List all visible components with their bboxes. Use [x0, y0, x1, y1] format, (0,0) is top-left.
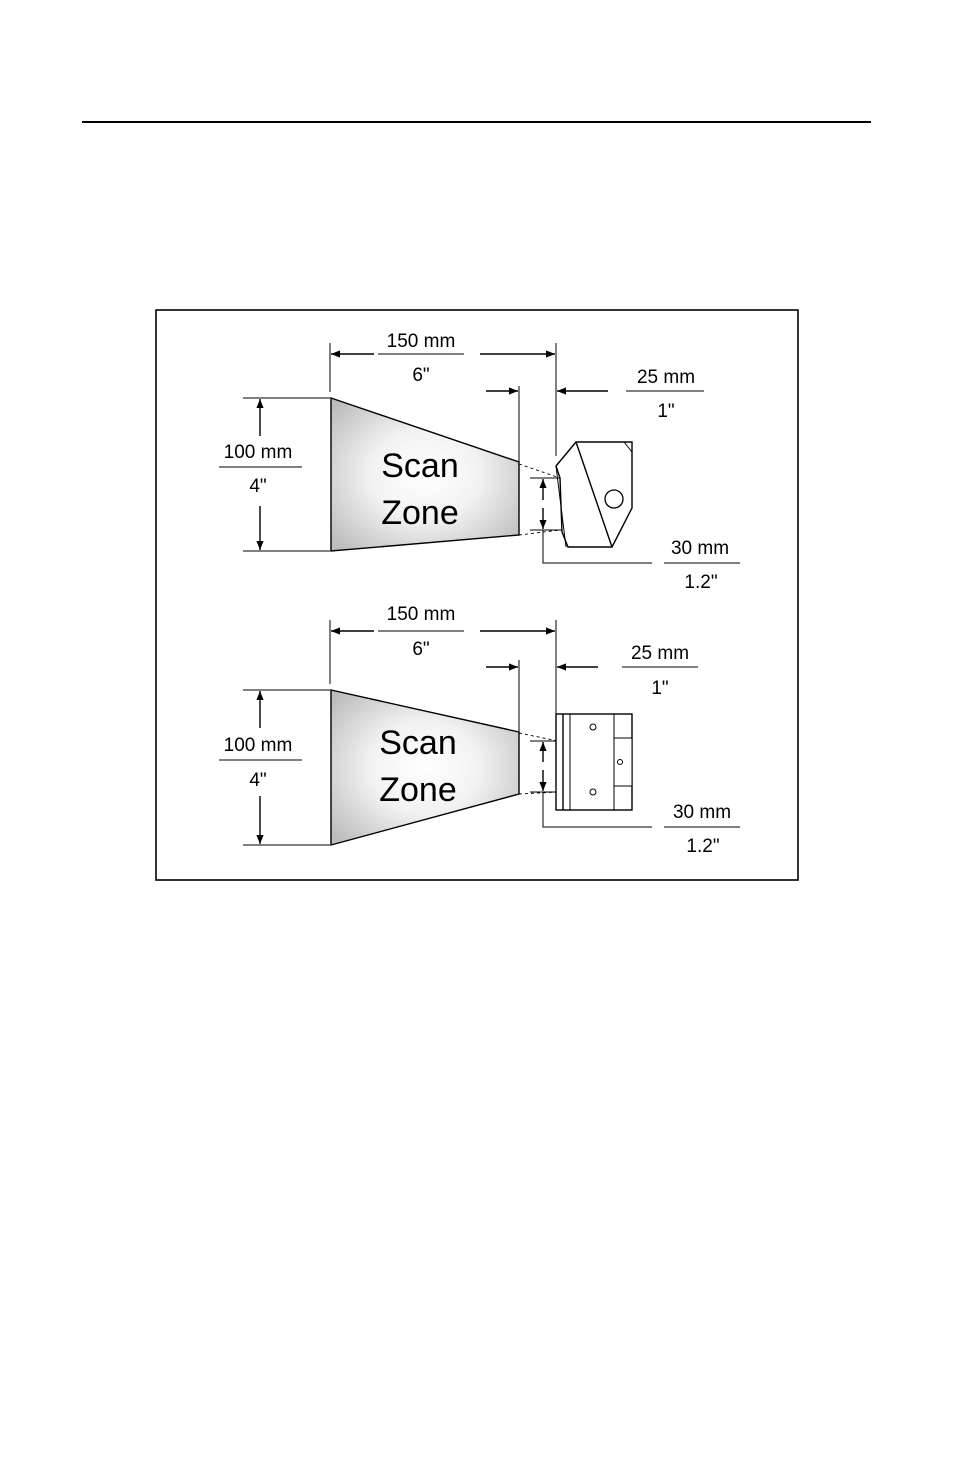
scanner-side-view — [556, 714, 632, 810]
depth-in-label-side: 6" — [412, 639, 429, 660]
scanner-lens-icon — [605, 490, 623, 508]
standoff-mm-label-side: 25 mm — [631, 643, 689, 664]
scan-zone-label-line1: Scan — [381, 447, 459, 485]
standoff-in-label-side: 1" — [651, 678, 668, 699]
window-in-label: 1.2" — [684, 572, 717, 593]
window-mm-label-side: 30 mm — [673, 802, 731, 823]
standoff-in-label: 1" — [657, 401, 674, 422]
depth-in-label: 6" — [412, 365, 429, 386]
scan-zone-label-line1-side: Scan — [379, 724, 457, 762]
standoff-mm-label: 25 mm — [637, 367, 695, 388]
height-in-label: 4" — [249, 476, 266, 497]
height-mm-label: 100 mm — [224, 442, 293, 463]
window-in-label-side: 1.2" — [686, 836, 719, 857]
screw-hole-icon — [590, 724, 596, 730]
indicator-icon — [618, 760, 623, 765]
scan-zone-label-line2: Zone — [381, 494, 459, 532]
window-mm-label: 30 mm — [671, 538, 729, 559]
scan-zone-label-line2-side: Zone — [379, 771, 457, 809]
scanner-top-view — [556, 442, 632, 547]
height-mm-label-side: 100 mm — [224, 735, 293, 756]
height-in-label-side: 4" — [249, 770, 266, 791]
screw-hole-icon — [590, 789, 596, 795]
depth-mm-label: 150 mm — [387, 331, 456, 352]
depth-mm-label-side: 150 mm — [387, 604, 456, 625]
